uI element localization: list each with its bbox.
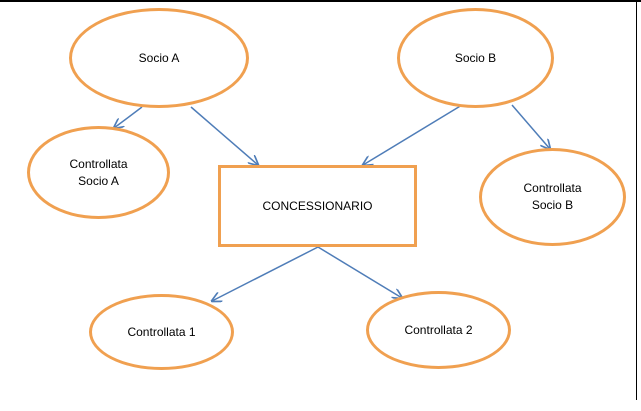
node-controllata-1: Controllata 1 [89,294,234,370]
edge-concessionario-to-controllata-2 [317,246,402,298]
node-controllata-socio-a-label: Controllata Socio A [69,156,128,188]
node-concessionario-label: CONCESSIONARIO [262,198,373,213]
node-socio-a: Socio A [69,8,249,108]
edge-socio-b-to-controllata-socio-b [511,104,550,149]
node-controllata-socio-b-label: Controllata Socio B [523,181,582,212]
node-controllata-1-label: Controllata 1 [127,324,196,339]
node-controllata-2: Controllata 2 [366,291,511,369]
right-border-line [636,0,637,400]
edge-socio-a-to-controllata-socio-a [114,106,143,128]
node-controllata-2-label: Controllata 2 [404,322,473,337]
edge-concessionario-to-controllata-1 [212,246,319,301]
edge-socio-b-to-concessionario [363,104,463,165]
node-controllata-socio-a: Controllata Socio A [27,126,170,219]
node-socio-b: Socio B [397,8,554,108]
node-socio-a-label: Socio A [138,50,180,65]
node-concessionario: CONCESSIONARIO [218,165,417,247]
node-controllata-socio-b: Controllata Socio B [479,148,626,246]
node-socio-b-label: Socio B [454,50,497,65]
top-border-line [0,0,641,2]
edge-socio-a-to-concessionario [190,106,258,165]
